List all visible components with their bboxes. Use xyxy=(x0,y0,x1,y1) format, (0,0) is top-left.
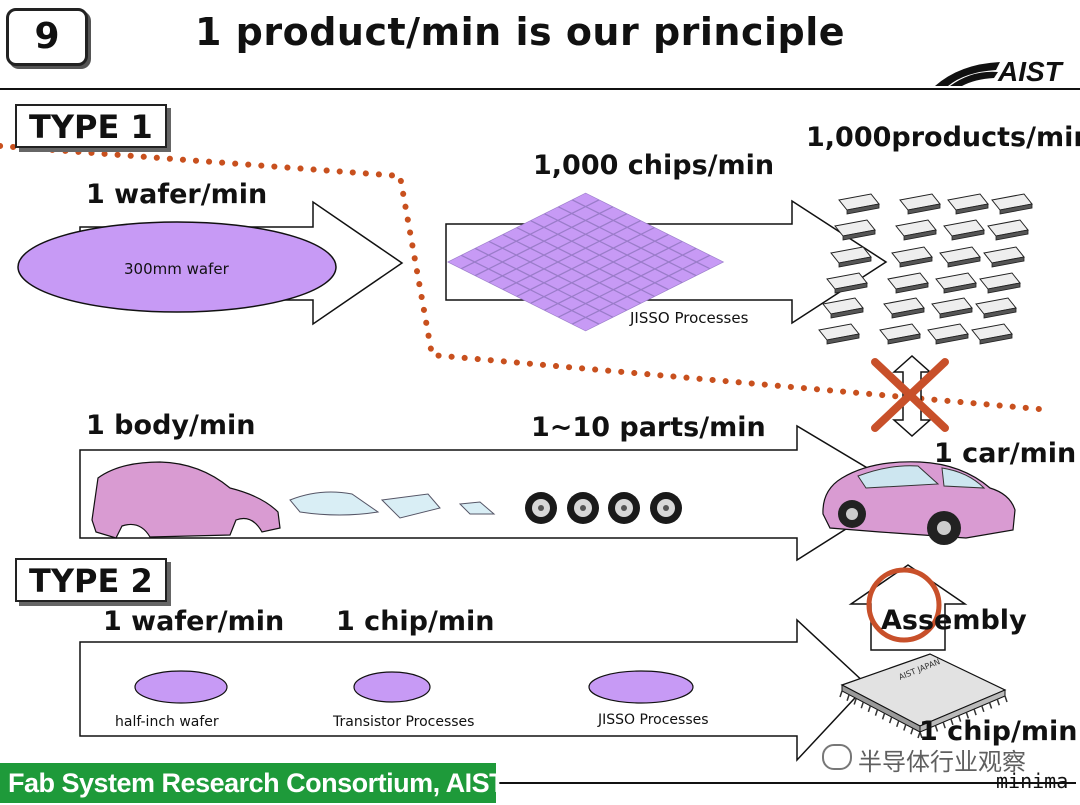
packaged-product xyxy=(975,297,1017,319)
packaged-product xyxy=(899,193,941,215)
type1-wafer-rate: 1 wafer/min xyxy=(86,179,268,210)
cross-mark-icon xyxy=(871,358,949,432)
packaged-product xyxy=(991,193,1033,215)
chip-cell xyxy=(517,234,543,248)
packaged-product xyxy=(927,323,969,345)
chip-cell xyxy=(559,255,585,269)
type2-jisso-label: JISSO Processes xyxy=(598,712,709,728)
type1-label: TYPE 1 xyxy=(15,104,167,148)
chip-cell xyxy=(545,207,571,220)
chip-cell xyxy=(559,214,585,227)
300mm-wafer xyxy=(17,221,337,313)
tire-icon xyxy=(650,492,682,524)
chips-rate: 1,000 chips/min xyxy=(533,150,775,181)
packaged-product xyxy=(818,323,860,345)
type2-wafer-rate: 1 wafer/min xyxy=(103,606,285,637)
packaged-product xyxy=(971,323,1013,345)
packaged-product xyxy=(879,323,921,345)
finished-car xyxy=(822,461,1016,545)
packaged-product xyxy=(822,297,864,319)
tire-icon xyxy=(608,492,640,524)
packaged-products xyxy=(818,193,1033,345)
packaged-product xyxy=(826,272,868,294)
tire-icon xyxy=(525,492,557,524)
wafer-size-label: 300mm wafer xyxy=(124,260,229,278)
packaged-product xyxy=(895,219,937,241)
small-glass-part xyxy=(458,501,496,515)
chip-cell xyxy=(628,290,654,303)
chip-cell xyxy=(587,228,612,241)
page-title: 1 product/min is our principle xyxy=(195,10,846,54)
chip-cell xyxy=(642,255,668,269)
parts-rate: 1~10 parts/min xyxy=(531,412,766,443)
chip-cell xyxy=(628,248,654,262)
type2-chip-rate: 1 chip/min xyxy=(336,606,495,637)
slide-number: 9 xyxy=(6,8,88,66)
packaged-product xyxy=(987,219,1029,241)
packaged-product xyxy=(979,272,1021,294)
transistor-processes-label: Transistor Processes xyxy=(333,714,475,730)
chip-cell xyxy=(517,248,543,262)
watermark-wechat-icon xyxy=(822,744,852,770)
aist-logo-text: AIST xyxy=(998,56,1062,87)
side-glass-part xyxy=(380,493,441,519)
packaged-product xyxy=(887,272,929,294)
chip-cell xyxy=(642,241,668,255)
chip-cell xyxy=(628,234,654,248)
chip-cell xyxy=(628,276,654,290)
products-rate: 1,000products/min xyxy=(806,122,1080,153)
half-inch-wafer-label: half-inch wafer xyxy=(115,714,219,730)
chip-cell xyxy=(600,276,626,290)
chip-cell xyxy=(600,234,626,248)
packaged-product xyxy=(883,297,925,319)
chip-cell xyxy=(587,255,612,269)
approval-circle-mark xyxy=(866,567,942,643)
output-chip-rate: 1 chip/min xyxy=(919,716,1078,747)
type1-boundary-dotted-line xyxy=(0,143,1053,413)
footer-consortium-banner: Fab System Research Consortium, AIST xyxy=(0,763,506,803)
chip-cell xyxy=(697,255,723,269)
chip-cell xyxy=(600,207,626,220)
packaged-product xyxy=(943,219,985,241)
windshield-part xyxy=(289,491,380,516)
tire-icon xyxy=(567,492,599,524)
chip-cell xyxy=(517,276,543,290)
packaged-ic-chip: AIST JAPAN xyxy=(839,653,1008,739)
chip-cell xyxy=(559,297,585,310)
packaged-product xyxy=(947,193,989,215)
minima-brand-text: minima xyxy=(996,769,1069,793)
packaged-product xyxy=(838,193,880,215)
chip-cell xyxy=(670,269,696,283)
chip-cell xyxy=(670,255,696,269)
packaged-product xyxy=(935,272,977,294)
type2-label: TYPE 2 xyxy=(15,558,167,602)
chip-cell xyxy=(600,248,626,262)
chip-cell xyxy=(559,228,585,241)
type1-jisso-label: JISSO Processes xyxy=(630,309,749,327)
jisso-stage-wafer xyxy=(588,670,694,704)
packaged-product xyxy=(891,246,933,268)
chip-cell xyxy=(476,255,502,269)
chip-cell xyxy=(489,234,515,248)
chip-cell xyxy=(587,311,612,324)
watermark-text: 半导体行业观察 xyxy=(858,748,1026,776)
packaged-product xyxy=(834,219,876,241)
chip-cell xyxy=(489,276,515,290)
packaged-product xyxy=(931,297,973,319)
car-rate: 1 car/min xyxy=(934,438,1077,469)
type2-flow-arrow xyxy=(79,618,869,762)
packaged-product xyxy=(830,246,872,268)
body-rate: 1 body/min xyxy=(86,410,256,441)
car-body-shell xyxy=(91,461,281,539)
packaged-product xyxy=(939,246,981,268)
transistor-stage-wafer xyxy=(353,671,431,703)
chip-cell xyxy=(670,241,696,255)
aist-logo-swoosh xyxy=(935,62,1000,86)
tire-parts xyxy=(525,492,682,524)
half-inch-wafer xyxy=(134,670,228,704)
assembly-label: Assembly xyxy=(881,605,1027,636)
packaged-product xyxy=(983,246,1025,268)
